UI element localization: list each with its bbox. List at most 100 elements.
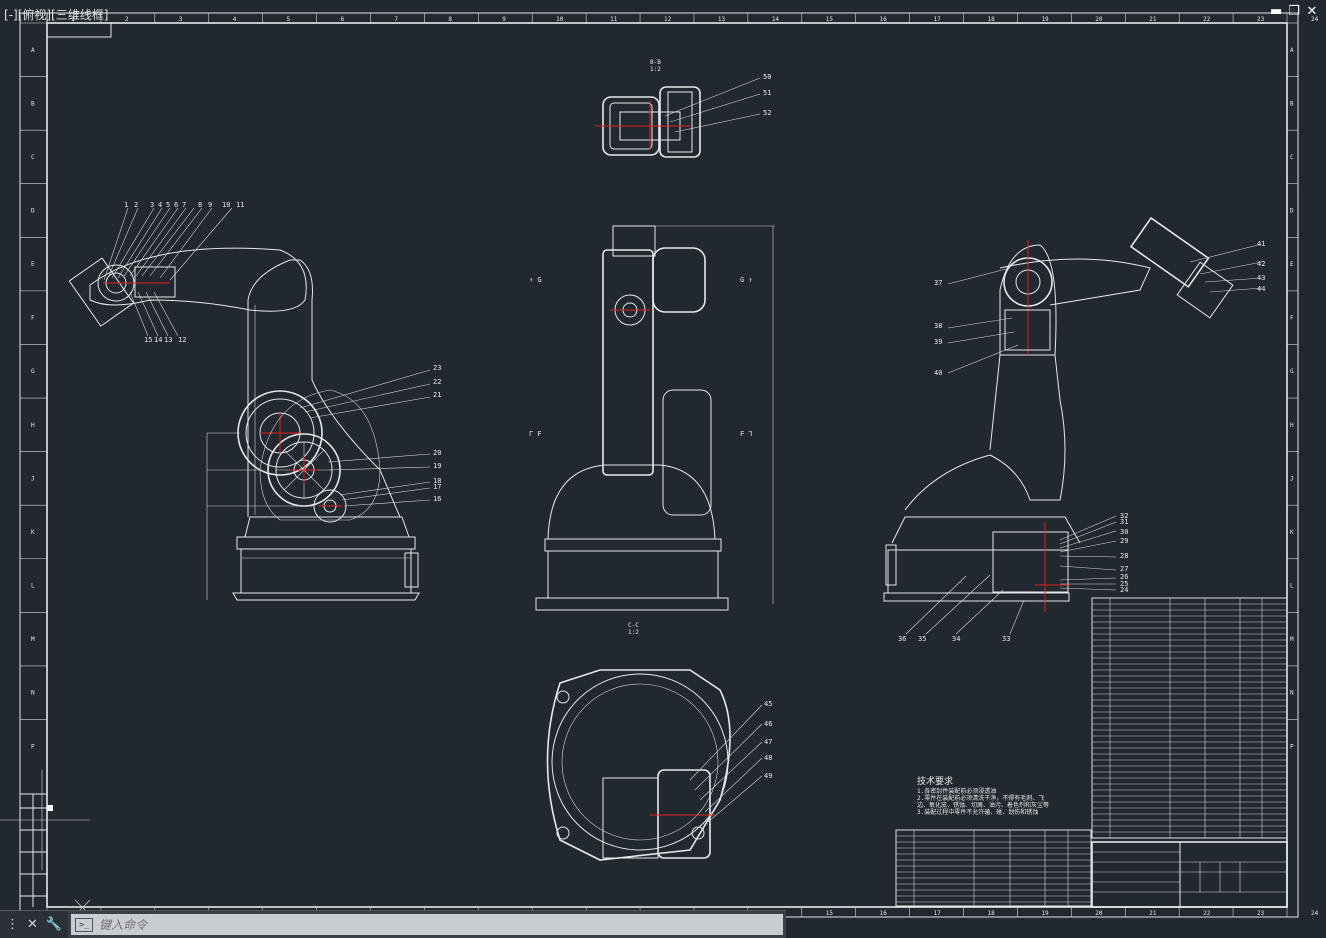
close-icon[interactable]: ✕ [1306, 4, 1318, 19]
part-balloon[interactable]: 12 [178, 336, 186, 344]
part-balloon[interactable]: 19 [433, 462, 441, 470]
part-balloon[interactable]: 1 [124, 201, 128, 209]
minimize-icon[interactable]: ▬ [1270, 4, 1283, 19]
part-balloon[interactable]: 14 [154, 336, 162, 344]
part-balloon[interactable]: 3 [150, 201, 154, 209]
part-balloon[interactable]: 23 [433, 364, 441, 372]
grip-icon[interactable]: ⋮ [6, 917, 19, 932]
part-balloon[interactable]: 48 [764, 754, 772, 762]
ruler-left-label: E [31, 261, 35, 268]
detail-view-b-scale: 1:2 [650, 66, 661, 73]
part-balloon[interactable]: 21 [433, 391, 441, 399]
part-balloon[interactable]: 36 [898, 635, 906, 643]
part-balloon[interactable]: 52 [763, 109, 771, 117]
part-balloon[interactable]: 28 [1120, 552, 1128, 560]
ruler-right-label: N [1290, 690, 1294, 697]
ruler-right-label: H [1290, 422, 1294, 429]
part-balloon[interactable]: 46 [764, 720, 772, 728]
part-balloon[interactable]: 37 [934, 279, 942, 287]
part-balloon[interactable]: 13 [164, 336, 172, 344]
part-balloon[interactable]: 22 [433, 378, 441, 386]
part-balloon[interactable]: 39 [934, 338, 942, 346]
part-balloon[interactable]: 41 [1257, 240, 1265, 248]
ruler-right-label: L [1290, 583, 1294, 590]
part-balloon[interactable]: 9 [208, 201, 212, 209]
part-balloon[interactable]: 31 [1120, 518, 1128, 526]
ruler-left-label: K [31, 529, 35, 536]
ruler-left-label: J [31, 475, 35, 482]
part-balloon[interactable]: 50 [763, 73, 771, 81]
section-c-scale: 1:2 [628, 629, 639, 636]
part-balloon[interactable]: 29 [1120, 537, 1128, 545]
viewport-label[interactable]: [-][俯视][三维线框] [4, 8, 109, 22]
ruler-top-label: 15 [826, 16, 834, 23]
ruler-top-label: 9 [502, 16, 506, 23]
ruler-bottom-label: 17 [934, 910, 942, 917]
command-input[interactable] [97, 913, 783, 936]
part-balloon[interactable]: 40 [934, 369, 942, 377]
ruler-bottom-label: 21 [1149, 910, 1157, 917]
svg-text:G ↑: G ↑ [740, 276, 753, 284]
crosshair-cursor [0, 770, 91, 916]
part-balloon[interactable]: 25 [1120, 580, 1128, 588]
ruler-right-label: K [1290, 529, 1294, 536]
section-c-label: C-C [628, 622, 639, 629]
bottom-view[interactable]: 45 46 47 48 49 [546, 669, 773, 861]
command-close-icon[interactable]: ✕ [27, 917, 38, 932]
ruler-top-label: 17 [934, 16, 942, 23]
ruler-left-label: G [31, 368, 35, 375]
ruler-right-label: C [1290, 154, 1294, 161]
part-balloon[interactable]: 6 [174, 201, 178, 209]
ruler-right-label: D [1290, 208, 1294, 215]
part-balloon[interactable]: 5 [166, 201, 170, 209]
part-balloon[interactable]: 49 [764, 772, 772, 780]
prompt-icon[interactable]: >_ [75, 917, 94, 932]
part-balloon[interactable]: 2 [134, 201, 138, 209]
part-balloon[interactable]: 43 [1257, 274, 1265, 282]
part-balloon[interactable]: 42 [1257, 260, 1265, 268]
ruler-top-label: 22 [1203, 16, 1211, 23]
ruler-left-label: D [31, 208, 35, 215]
ruler-right-label: M [1290, 636, 1294, 643]
part-balloon[interactable]: 27 [1120, 565, 1128, 573]
part-balloon[interactable]: 34 [952, 635, 960, 643]
ruler-top-label: 21 [1149, 16, 1157, 23]
part-balloon[interactable]: 44 [1257, 285, 1265, 293]
part-balloon[interactable]: 38 [934, 322, 942, 330]
part-balloon[interactable]: 11 [236, 201, 244, 209]
part-balloon[interactable]: 26 [1120, 573, 1128, 581]
part-balloon[interactable]: 24 [1120, 586, 1128, 594]
part-balloon[interactable]: 15 [144, 336, 152, 344]
parts-list-table-lower[interactable] [895, 829, 1092, 907]
part-balloon[interactable]: 45 [764, 700, 772, 708]
part-balloon[interactable]: 20 [433, 449, 441, 457]
ruler-right-label: F [1290, 315, 1294, 322]
command-input-wrapper: >_ [71, 913, 783, 936]
part-balloon[interactable]: 10 [222, 201, 230, 209]
part-balloon[interactable]: 17 [433, 483, 441, 491]
part-balloon[interactable]: 8 [198, 201, 202, 209]
part-balloon[interactable]: 4 [158, 201, 162, 209]
part-balloon[interactable]: 32 [1120, 512, 1128, 520]
part-balloon[interactable]: 51 [763, 89, 771, 97]
restore-icon[interactable]: ❐ [1288, 4, 1300, 19]
tech-line-3: 边、氧化皮、锈蚀、切屑、油污、着色剂和灰尘等 [917, 801, 1049, 809]
part-balloon[interactable]: 18 [433, 477, 441, 485]
part-balloon[interactable]: 35 [918, 635, 926, 643]
ruler-top-label: 14 [772, 16, 780, 23]
part-balloon[interactable]: 7 [182, 201, 186, 209]
part-balloon[interactable]: 33 [1002, 635, 1010, 643]
part-balloon[interactable]: 47 [764, 738, 772, 746]
front-view[interactable]: ↑ G G ↑ Γ F F ꓶ C-C 1:2 [529, 225, 775, 636]
ruler-top-label: 12 [664, 16, 672, 23]
part-balloon[interactable]: 16 [433, 495, 441, 503]
wrench-icon[interactable]: 🔧 [45, 917, 63, 932]
part-balloon[interactable]: 30 [1120, 528, 1128, 536]
parts-list-table[interactable] [1091, 597, 1288, 839]
